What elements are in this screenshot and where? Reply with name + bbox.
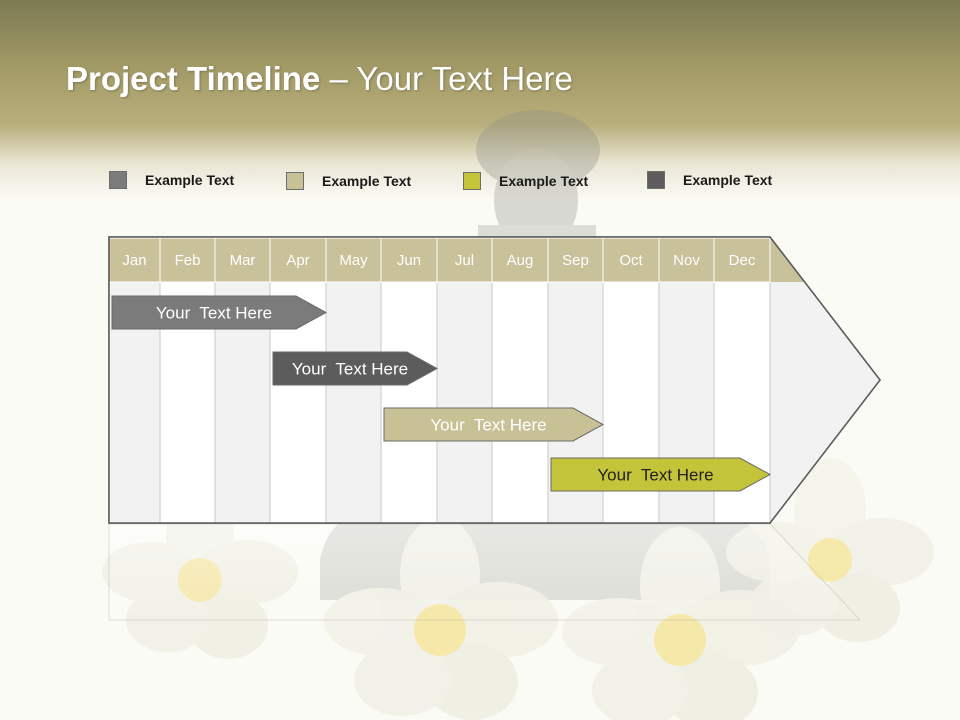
task-bar-label-2: Your Text Here	[292, 360, 408, 379]
legend-label-2: Example Text	[322, 173, 412, 189]
title-bold-part: Project Timeline	[66, 60, 321, 97]
task-bar-1[interactable]: Your Text Here	[111, 295, 328, 330]
month-label-jan: Jan	[122, 252, 146, 269]
title-rest-part: – Your Text Here	[320, 60, 573, 97]
month-label-apr: Apr	[286, 252, 309, 269]
legend-label-4: Example Text	[683, 172, 773, 188]
legend-swatch-4	[647, 171, 665, 189]
task-bar-shape-3	[383, 407, 605, 442]
task-bar-label-1: Your Text Here	[156, 304, 272, 323]
month-label-sep: Sep	[562, 252, 589, 269]
month-label-may: May	[339, 252, 368, 269]
month-column-aug	[491, 281, 549, 524]
task-bar-4[interactable]: Your Text Here	[550, 457, 772, 492]
header-band	[0, 0, 960, 200]
legend-label-1: Example Text	[145, 172, 235, 188]
month-header-dec	[713, 237, 771, 283]
month-column-jul	[436, 281, 493, 524]
month-header-may	[325, 237, 382, 283]
task-bar-label-4: Your Text Here	[597, 466, 713, 485]
month-label-dec: Dec	[729, 252, 756, 269]
task-bar-3[interactable]: Your Text Here	[383, 407, 605, 442]
timeline-arrow-head	[770, 282, 880, 523]
month-header-apr	[269, 237, 327, 283]
month-label-jun: Jun	[397, 252, 421, 269]
task-bar-shape-4	[550, 457, 772, 492]
month-label-feb: Feb	[175, 252, 201, 269]
month-header-oct	[602, 237, 660, 283]
month-label-aug: Aug	[507, 252, 534, 269]
task-bar-shape-2	[272, 351, 439, 386]
month-header-mar	[214, 237, 271, 283]
legend-swatch-2	[286, 172, 304, 190]
month-header-jul	[436, 237, 493, 283]
month-header-nov	[658, 237, 715, 283]
month-header-jan	[108, 237, 161, 283]
month-headers	[108, 237, 771, 283]
legend-swatch-3	[463, 172, 481, 190]
month-column-jun	[380, 281, 438, 524]
timeline-outline	[108, 236, 881, 524]
month-label-jul: Jul	[455, 252, 474, 269]
month-column-may	[325, 281, 382, 524]
month-label-mar: Mar	[230, 252, 256, 269]
month-label-oct: Oct	[619, 252, 643, 269]
month-header-jun	[380, 237, 438, 283]
month-label-nov: Nov	[673, 252, 700, 269]
task-bar-label-3: Your Text Here	[430, 416, 546, 435]
legend-swatch-1	[109, 171, 127, 189]
timeline-reflection	[108, 523, 862, 621]
task-bar-2[interactable]: Your Text Here	[272, 351, 439, 386]
task-bar-shape-1	[111, 295, 328, 330]
month-labels: Jan Feb Mar Apr May Jun Jul Aug Sep Oct Nov Dec	[122, 252, 755, 269]
month-header-aug	[491, 237, 549, 283]
legend-label-3: Example Text	[499, 173, 589, 189]
slide-title: Project Timeline – Your Text Here	[66, 60, 573, 104]
